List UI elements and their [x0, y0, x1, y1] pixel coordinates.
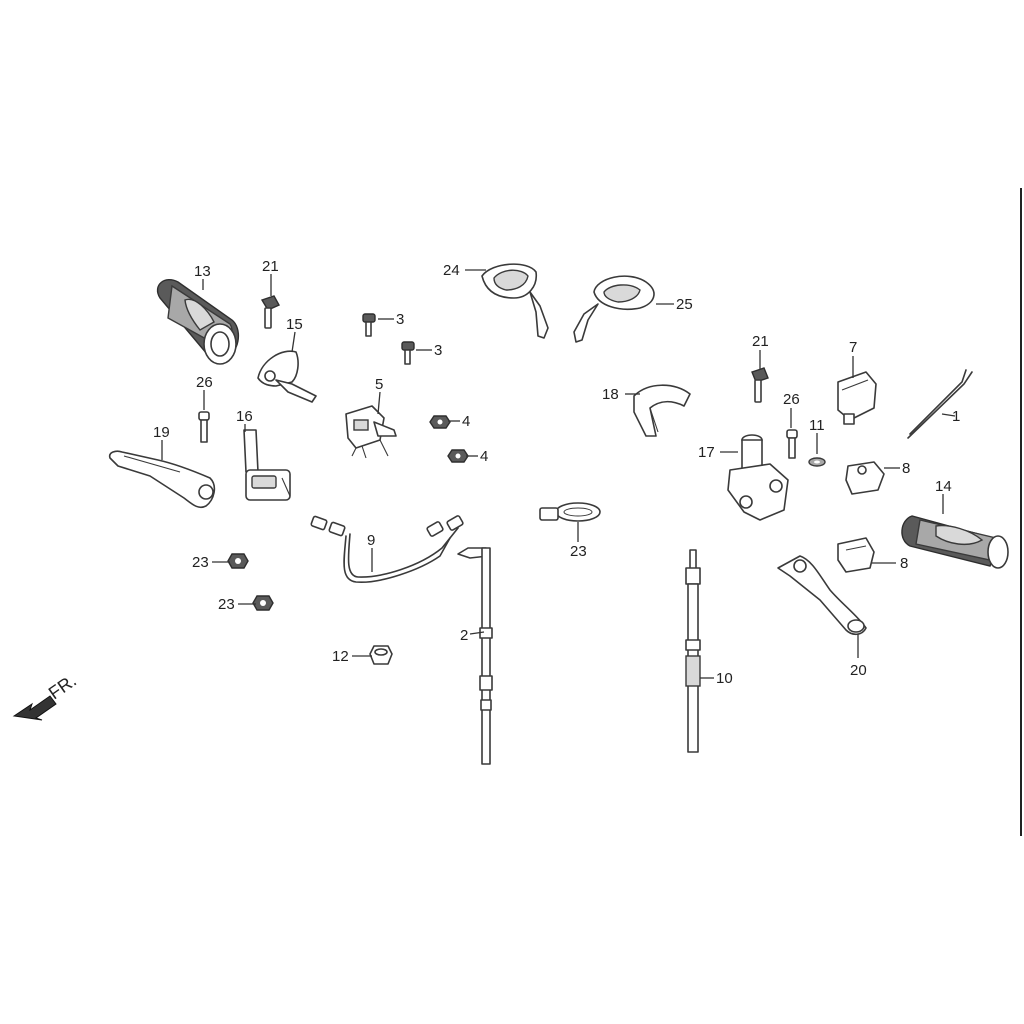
callout-3: 3: [396, 311, 404, 328]
callout-3: 3: [434, 342, 442, 359]
wire-harness-part: [310, 515, 464, 583]
callout-23: 23: [192, 554, 209, 571]
callout-13: 13: [194, 263, 211, 280]
long-bolt-part: [786, 429, 798, 459]
cable-part: [685, 549, 701, 753]
callout-8: 8: [902, 460, 910, 477]
callout-26: 26: [783, 391, 800, 408]
callout-18: 18: [602, 386, 619, 403]
callout-16: 16: [236, 408, 253, 425]
wire-part: [907, 369, 973, 439]
lower-switch-part: [837, 537, 875, 573]
master-cylinder-part: [727, 434, 789, 521]
callout-14: 14: [935, 478, 952, 495]
callout-11: 11: [809, 417, 825, 434]
bolt-part: [260, 295, 280, 329]
long-bolt-part: [198, 411, 210, 443]
front-direction-arrow: [12, 695, 57, 721]
callout-7: 8: [900, 555, 908, 572]
callout-1: 1: [952, 408, 960, 425]
screw-part: [362, 313, 376, 337]
callout-19: 19: [153, 424, 170, 441]
callout-15: 15: [286, 316, 303, 333]
left-mirror-part: [481, 263, 549, 339]
throttle-housing-part: [257, 350, 317, 403]
nut-part: [429, 415, 451, 429]
cover-part: [633, 384, 691, 437]
right-mirror-part: [573, 275, 655, 343]
callout-21: 21: [262, 258, 279, 275]
callout-4: 4: [462, 413, 470, 430]
callout-25: 25: [676, 296, 693, 313]
callout-17: 17: [698, 444, 715, 461]
cable-part: [457, 547, 493, 765]
callout-12: 12: [332, 648, 349, 665]
nut-part: [252, 595, 274, 611]
cable-clamp-part: [539, 502, 601, 522]
left-grip-part: [156, 279, 239, 365]
callout-numbers: 13 21 15 26 16 19 23 23 12 3 3 5 4 4 9 2…: [153, 258, 960, 687]
callout-23: 23: [218, 596, 235, 613]
callout-5: 5: [375, 376, 383, 393]
callout-4: 4: [480, 448, 488, 465]
callout-2: 2: [460, 627, 468, 644]
small-switch-part: [845, 461, 885, 495]
screw-part: [401, 341, 415, 365]
callout-10: 10: [716, 670, 733, 687]
lock-nut-part: [369, 645, 393, 665]
callout-22: 23: [570, 543, 587, 560]
nut-part: [227, 553, 249, 569]
right-grip-part: [901, 515, 1009, 569]
callout-24: 24: [443, 262, 460, 279]
callout-21: 21: [752, 333, 769, 350]
right-switch-part: [837, 371, 877, 425]
bolt-part: [751, 367, 769, 403]
nut-part: [447, 449, 469, 463]
right-lever-part: [777, 555, 867, 636]
callout-26: 26: [196, 374, 213, 391]
leader-lines: [161, 269, 956, 679]
left-switch-part: [243, 429, 291, 501]
switch-assembly-part: [345, 405, 397, 459]
left-lever-part: [108, 450, 216, 509]
callout-6: 7: [849, 339, 857, 356]
callout-20: 20: [850, 662, 867, 679]
callout-9: 9: [367, 532, 375, 549]
washer-part: [808, 457, 826, 467]
